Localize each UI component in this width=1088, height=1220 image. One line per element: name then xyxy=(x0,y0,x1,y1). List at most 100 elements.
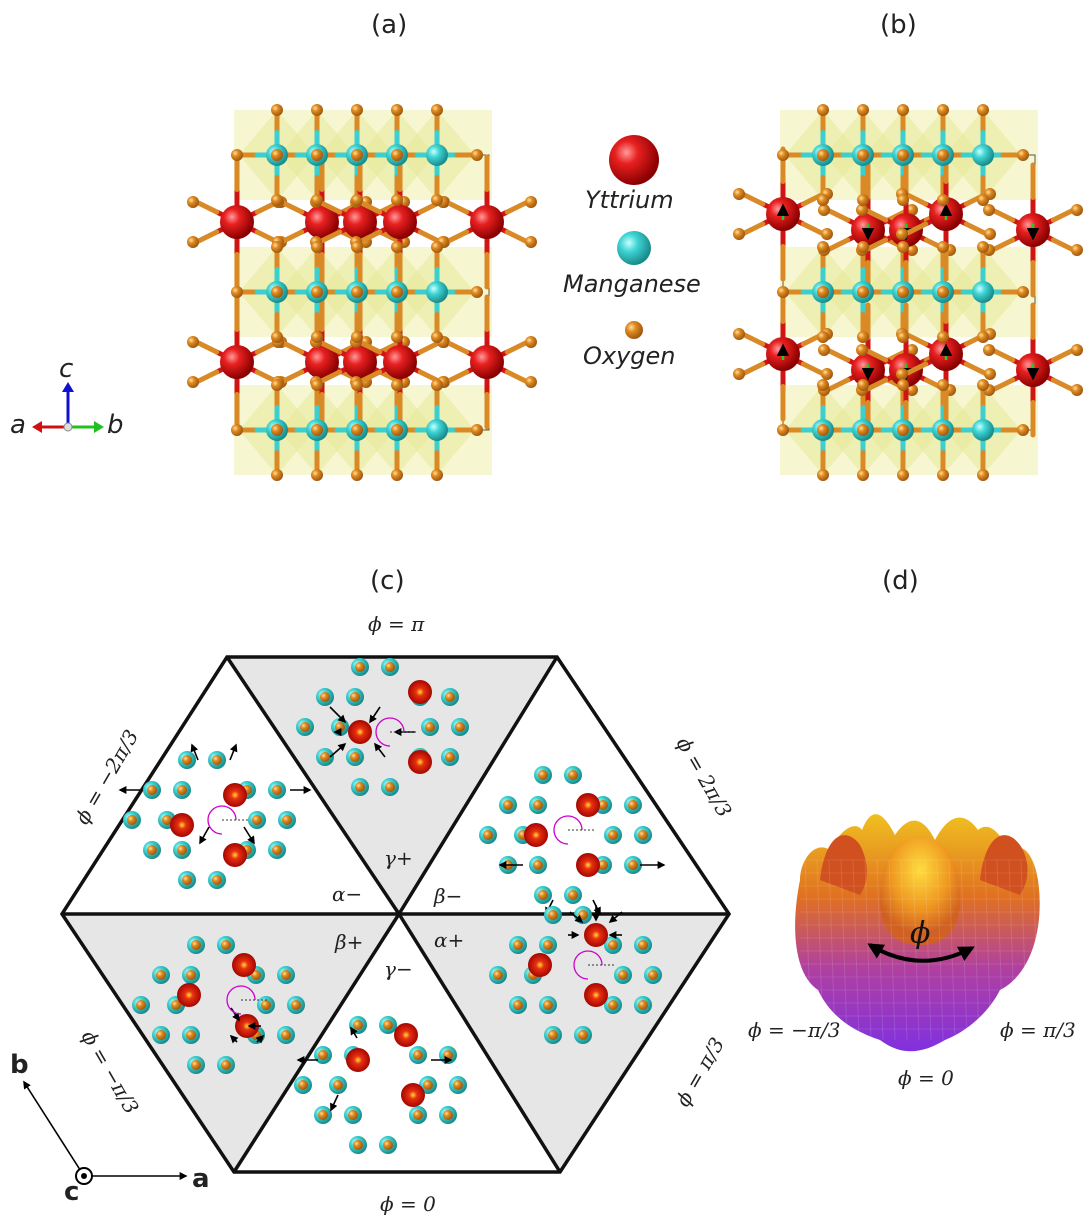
o-center-atom xyxy=(355,662,365,672)
surface-peak-left xyxy=(820,835,867,895)
o-center-atom xyxy=(445,692,455,702)
y-o-bond xyxy=(1050,237,1076,253)
axis-origin xyxy=(63,422,73,432)
surface-mesh xyxy=(984,859,992,1041)
y-atom-small xyxy=(528,953,552,977)
y-o-bond xyxy=(377,229,403,245)
o-center-atom xyxy=(177,785,187,795)
y-o-bond xyxy=(800,221,826,237)
displacement-arrow xyxy=(230,1007,240,1022)
y-atom-small xyxy=(408,750,432,774)
oxygen-atom xyxy=(906,344,918,356)
displacement-arrow xyxy=(229,743,238,761)
oxygen-atom xyxy=(391,424,403,436)
y-o-bond xyxy=(800,361,826,377)
oxygen-atom xyxy=(896,368,908,380)
y-atom-small xyxy=(223,843,247,867)
o-center-atom xyxy=(355,782,365,792)
o-center-atom xyxy=(353,1020,363,1030)
oxygen-atom xyxy=(471,286,483,298)
y-o-bond xyxy=(317,369,343,385)
oxygen-atom xyxy=(733,328,745,340)
domain-beta-minus: β− xyxy=(434,884,463,908)
o-center-atom xyxy=(578,1030,588,1040)
oxygen-atom xyxy=(984,228,996,240)
y-o-bond xyxy=(417,339,443,355)
panel-label-c: (c) xyxy=(370,566,405,596)
legend-manganese-label: Manganese xyxy=(563,270,701,298)
o-center-atom xyxy=(425,722,435,732)
panel-label-d: (d) xyxy=(882,566,919,596)
oxygen-atom xyxy=(391,194,403,206)
surface-mesh xyxy=(816,859,824,1041)
oxygen-atom xyxy=(857,331,869,343)
domain-gamma-plus: γ+ xyxy=(384,846,413,870)
oxygen-atom xyxy=(187,336,199,348)
oxygen-atom xyxy=(351,331,363,343)
o-center-atom xyxy=(443,1110,453,1120)
o-center-atom xyxy=(212,875,222,885)
oxygen-atom xyxy=(311,379,323,391)
displacement-arrow xyxy=(329,742,347,758)
o-center-atom xyxy=(568,770,578,780)
o-center-atom xyxy=(156,1030,166,1040)
yttrium-atom xyxy=(220,205,254,239)
oxygen-atom xyxy=(311,424,323,436)
displacement-arrow xyxy=(190,743,199,761)
surface-phi-label: ϕ xyxy=(910,916,931,951)
o-center-atom xyxy=(598,860,608,870)
oxygen-atom xyxy=(187,376,199,388)
oxygen-atom xyxy=(818,204,830,216)
y-o-bond xyxy=(279,369,305,385)
oxygen-atom xyxy=(897,379,909,391)
oxygen-atom xyxy=(271,424,283,436)
y-o-bond xyxy=(444,339,470,355)
y-o-bond xyxy=(444,369,470,385)
oxygen-atom xyxy=(471,424,483,436)
o-center-atom xyxy=(191,1060,201,1070)
y-o-bond xyxy=(1050,347,1076,363)
oxygen-atom xyxy=(897,241,909,253)
o-center-atom xyxy=(212,755,222,765)
o-center-atom xyxy=(533,860,543,870)
y-atom-small xyxy=(584,923,608,947)
oxygen-atom xyxy=(271,149,283,161)
o-center-atom xyxy=(252,815,262,825)
hexagon-spoke xyxy=(232,913,401,1173)
y-o-bond xyxy=(863,347,889,363)
y-o-bond xyxy=(357,229,383,245)
oxygen-atom xyxy=(906,204,918,216)
oxygen-atom xyxy=(817,379,829,391)
o-center-atom xyxy=(171,1000,181,1010)
axis-label-b-right: b xyxy=(107,410,124,440)
yttrium-atom xyxy=(470,345,504,379)
y-o-bond xyxy=(990,237,1016,253)
y-o-bond xyxy=(863,237,889,253)
oxygen-atom xyxy=(897,149,909,161)
domain-alpha-plus: α+ xyxy=(434,928,465,952)
o-center-atom xyxy=(251,970,261,980)
oxygen-atom xyxy=(471,149,483,161)
y-o-bond xyxy=(279,229,305,245)
oxygen-atom xyxy=(311,241,323,253)
surface-mesh xyxy=(996,859,1004,1041)
oxygen-atom xyxy=(857,194,869,206)
oxygen-atom xyxy=(818,344,830,356)
oxygen-atom xyxy=(1017,149,1029,161)
oxygen-atom xyxy=(857,286,869,298)
displacement-arrow xyxy=(329,706,347,724)
atom-legend xyxy=(609,135,659,339)
o-center-atom xyxy=(578,910,588,920)
y-o-bond xyxy=(740,361,766,377)
oxygen-atom xyxy=(525,336,537,348)
oxygen-atom xyxy=(351,194,363,206)
y-o-bond xyxy=(990,207,1016,223)
y-atom-small xyxy=(524,823,548,847)
y-atom-small xyxy=(346,1048,370,1072)
o-center-atom xyxy=(291,1000,301,1010)
o-center-atom xyxy=(383,1020,393,1030)
y-o-bond xyxy=(863,377,889,393)
oxygen-atom xyxy=(311,286,323,298)
oxygen-atom xyxy=(857,241,869,253)
